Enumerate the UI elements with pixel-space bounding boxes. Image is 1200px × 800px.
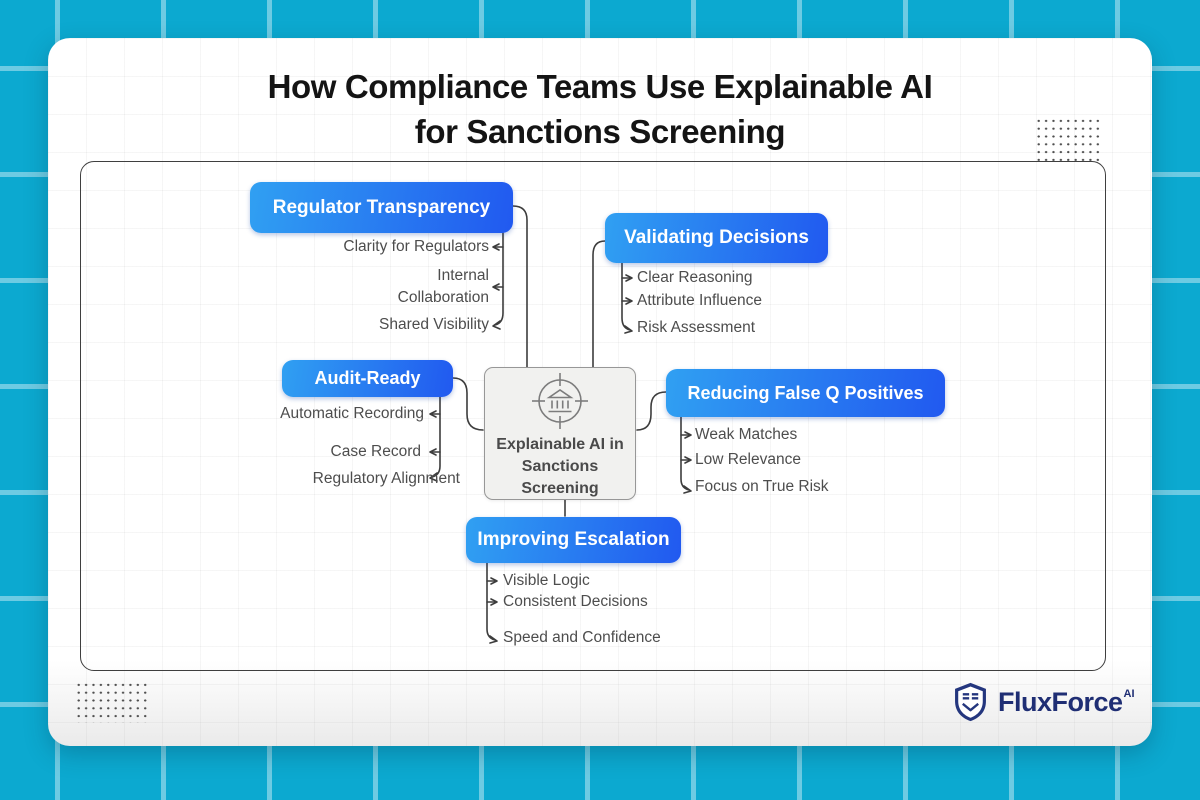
branch-item: Consistent Decisions — [503, 593, 648, 610]
branch-item: Low Relevance — [695, 451, 801, 468]
brand-suffix: AI — [1123, 687, 1135, 700]
branch-item: Weak Matches — [695, 426, 798, 443]
center-node: Explainable AI in Sanctions Screening — [484, 367, 636, 500]
branch-box-regulator-transparency: Regulator Transparency — [250, 182, 513, 233]
branch-item: Focus on True Risk — [695, 478, 829, 495]
branch-item: Visible Logic — [503, 572, 590, 589]
branch-label: Regulator Transparency — [272, 196, 491, 218]
branch-box-reducing-false-positives: Reducing False Q Positives — [666, 369, 945, 417]
bank-target-icon — [532, 373, 588, 429]
page-title-line1: How Compliance Teams Use Explainable AI — [267, 68, 933, 105]
branch-label: Validating Decisions — [624, 227, 809, 248]
branch-item: Shared Visibility — [379, 316, 489, 333]
branch-item: Attribute Influence — [637, 292, 762, 309]
branch-item: Clarity for Regulators — [343, 238, 489, 255]
brand-name: FluxForceAI — [998, 686, 1135, 717]
branch-box-improving-escalation: Improving Escalation — [466, 517, 681, 563]
branch-item: Clear Reasoning — [637, 269, 753, 286]
branch-item: Regulatory Alignment — [312, 470, 460, 487]
shield-icon — [955, 682, 986, 722]
branch-label: Audit-Ready — [314, 368, 421, 388]
branch-label: Improving Escalation — [477, 529, 670, 550]
dot-grid-decoration-top-right — [1035, 117, 1103, 165]
branch-item: Speed and Confidence — [503, 629, 661, 646]
center-node-label: Explainable AI in Sanctions Screening — [496, 436, 624, 497]
brand-logo: FluxForceAI — [952, 682, 1135, 722]
branch-item: Risk Assessment — [637, 319, 756, 336]
page-title-line2: for Sanctions Screening — [414, 113, 786, 150]
branch-item: Internal Collaboration — [397, 267, 489, 306]
branch-box-audit-ready: Audit-Ready — [282, 360, 453, 397]
diagram-frame — [80, 161, 1106, 671]
branch-box-validating-decisions: Validating Decisions — [605, 213, 828, 263]
dot-grid-decoration-bottom-left — [75, 681, 149, 723]
branch-label: Reducing False Q Positives — [687, 382, 924, 403]
page-title: How Compliance Teams Use Explainable AI … — [48, 64, 1152, 154]
branch-item: Case Record — [330, 443, 421, 460]
branch-item: Automatic Recording — [280, 405, 424, 422]
